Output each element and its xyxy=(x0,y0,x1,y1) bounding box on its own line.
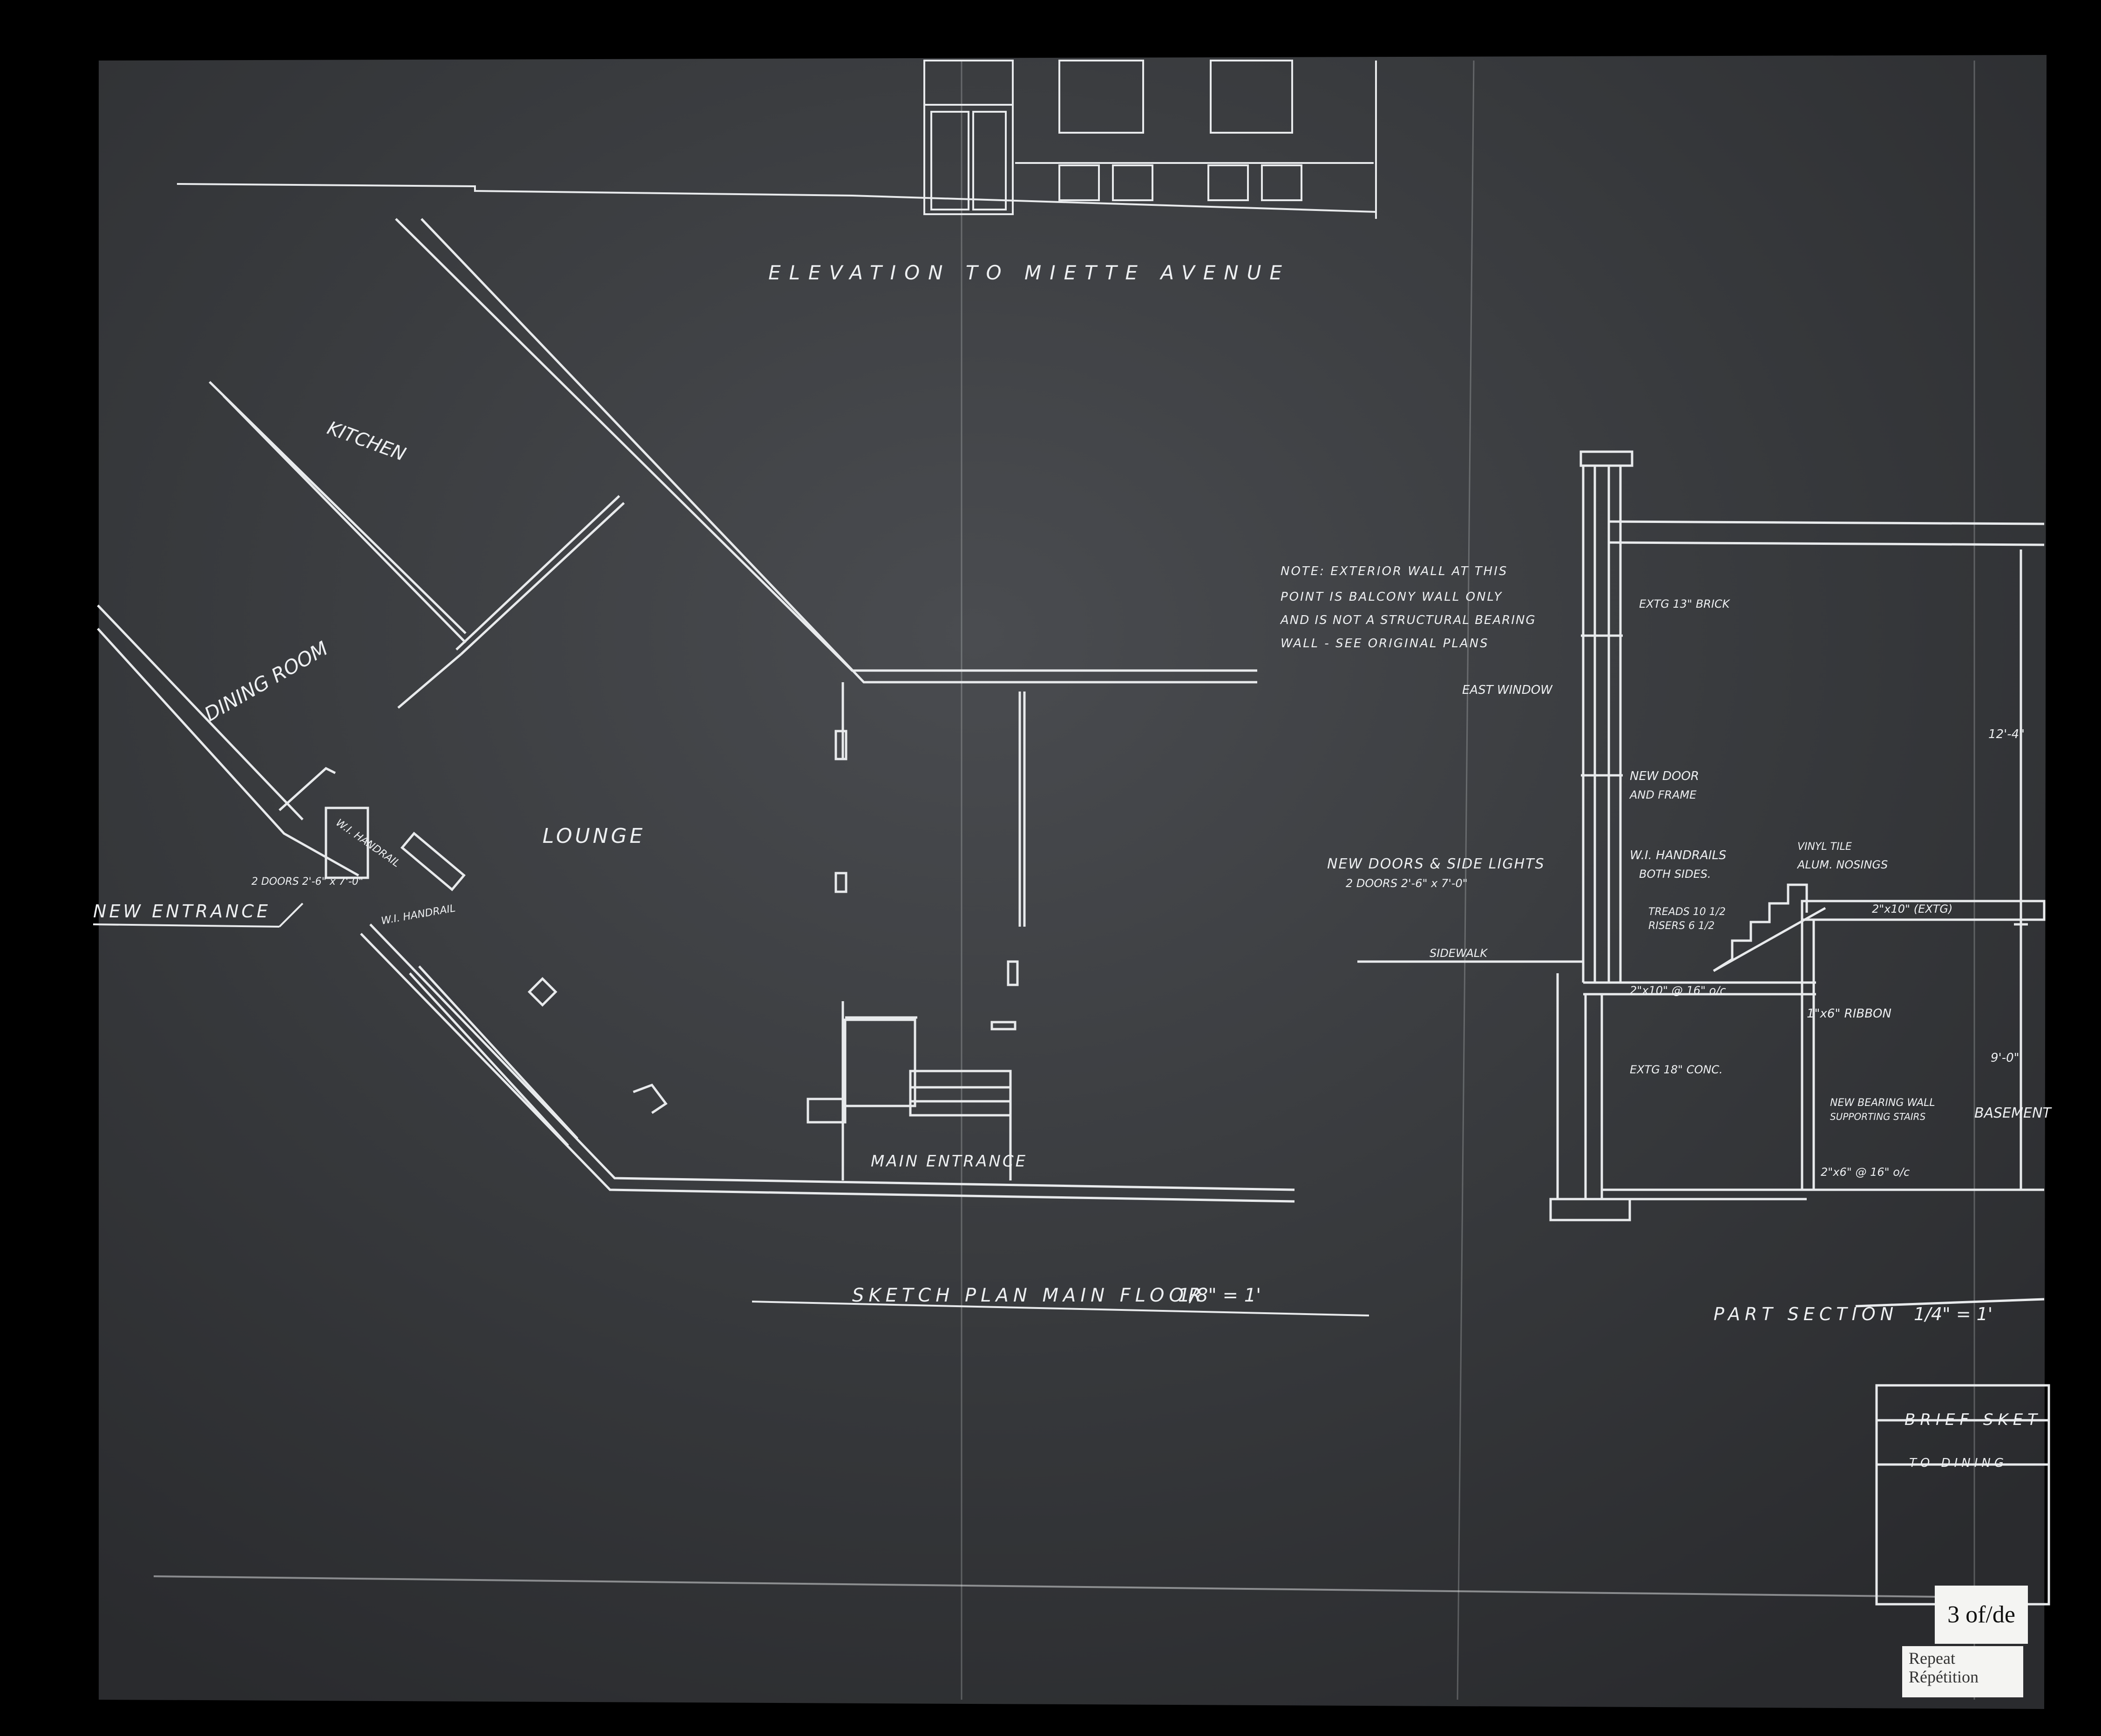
joists-label-1: 2"x10" @ 16" o/c xyxy=(1630,984,1726,997)
repeat-stamp-line2: Répétition xyxy=(1909,1668,1979,1686)
dim-label-1: 12'-4" xyxy=(1988,727,2025,741)
new-door-label: NEW DOOR xyxy=(1630,769,1699,783)
dim-label-2: 9'-0" xyxy=(1991,1051,2020,1065)
vinyl-tile-label: VINYL TILE xyxy=(1797,841,1852,853)
and-frame-label: AND FRAME xyxy=(1629,788,1697,801)
paper xyxy=(99,55,2047,1709)
studs-label: 2"x6" @ 16" o/c xyxy=(1821,1166,1910,1179)
east-window-label: EAST WINDOW xyxy=(1462,683,1553,697)
basement-label: BASEMENT xyxy=(1974,1105,2052,1121)
ribbon-label: 1"x6" RIBBON xyxy=(1807,1007,1891,1021)
svg-text:AND IS NOT A STRUCTURAL BEARIN: AND IS NOT A STRUCTURAL BEARING xyxy=(1280,613,1536,627)
ext-conc-label: EXTG 18" CONC. xyxy=(1630,1063,1723,1076)
sidewalk-label: SIDEWALK xyxy=(1430,947,1488,960)
elevation-drawing xyxy=(176,60,1377,219)
sheet-number-stamp: 3 of/de xyxy=(1935,1586,2028,1644)
svg-text:WALL - SEE ORIGINAL PLANS: WALL - SEE ORIGINAL PLANS xyxy=(1281,637,1489,651)
treads-label: TREADS 10 1/2 xyxy=(1648,906,1726,918)
svg-text:POINT IS BALCONY WALL ONLY: POINT IS BALCONY WALL ONLY xyxy=(1281,590,1503,604)
both-sides-label: BOTH SIDES. xyxy=(1639,868,1711,881)
section-note: NOTE: EXTERIOR WALL AT THIS POINT IS BAL… xyxy=(1280,564,1536,651)
wi-handrails-label: W.I. HANDRAILS xyxy=(1630,848,1726,862)
ext-brick-label: EXTG 13" BRICK xyxy=(1639,597,1731,610)
doors-note: 2 DOORS 2'-6" x 7'-0" xyxy=(251,876,363,888)
plan-title: SKETCH PLAN MAIN FLOOR xyxy=(852,1285,1206,1306)
new-bearing-wall-label: NEW BEARING WALL xyxy=(1830,1097,1935,1109)
alum-nosings-label: ALUM. NOSINGS xyxy=(1796,858,1888,871)
section-drawing xyxy=(1357,450,2050,1606)
elevation-title: ELEVATION TO MIETTE AVENUE xyxy=(768,261,1290,284)
title-block-line1: BRIEF SKET xyxy=(1904,1410,2042,1429)
svg-text:NOTE: EXTERIOR WALL AT THIS: NOTE: EXTERIOR WALL AT THIS xyxy=(1281,564,1508,578)
title-block-line2: TO DINING xyxy=(1909,1456,2007,1470)
section-scale: 1/4" = 1' xyxy=(1914,1304,1993,1324)
risers-label: RISERS 6 1/2 xyxy=(1648,920,1715,932)
two-doors-label: 2 DOORS 2'-6" x 7'-0" xyxy=(1346,877,1468,890)
floor-plan xyxy=(97,218,1369,1316)
new-doors-side-lights-label: NEW DOORS & SIDE LIGHTS xyxy=(1327,856,1545,872)
supporting-stairs-label: SUPPORTING STAIRS xyxy=(1830,1111,1926,1122)
section-title: PART SECTION xyxy=(1714,1304,1898,1324)
repeat-stamp-line1: Repeat xyxy=(1909,1649,1955,1668)
main-entrance-label: MAIN ENTRANCE xyxy=(871,1152,1027,1171)
room-label-lounge: LOUNGE xyxy=(542,824,645,848)
new-entrance-label: NEW ENTRANCE xyxy=(93,901,271,922)
plan-scale: 1/8" = 1' xyxy=(1178,1285,1261,1306)
repeat-stamp: Repeat Répétition xyxy=(1902,1646,2023,1697)
joists-label-2: 2"x10" (EXTG) xyxy=(1872,902,1952,915)
